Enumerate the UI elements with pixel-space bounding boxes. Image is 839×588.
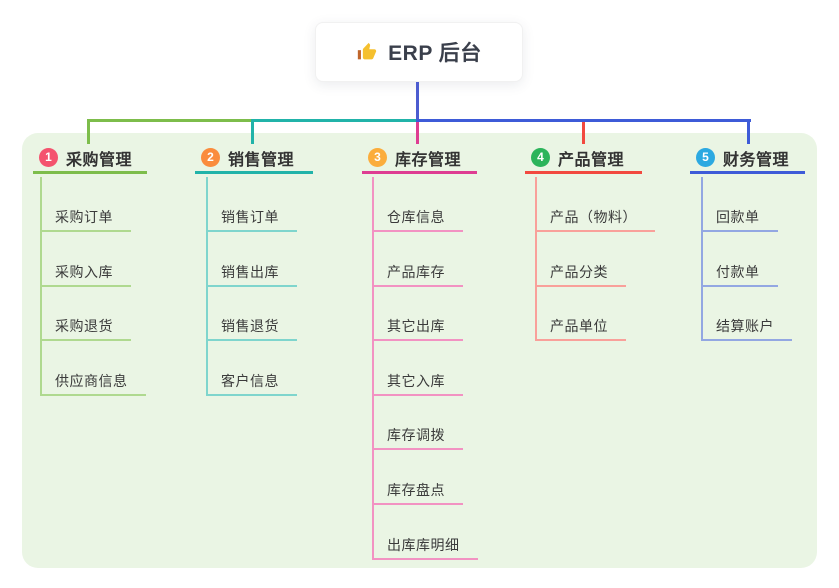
sub-node[interactable]: 采购订单 [40,204,131,232]
drop-line-inventory [416,122,419,144]
branch-vertical-line-3 [372,177,374,560]
branch-badge-3: 3 [368,148,387,167]
branches-panel [22,133,817,568]
sub-node[interactable]: 销售退货 [206,313,297,341]
sub-node[interactable]: 出库库明细 [372,532,478,560]
sub-node[interactable]: 库存调拨 [372,422,463,450]
branch-label: 采购管理 [66,151,133,169]
branch-badge-4: 4 [531,148,550,167]
sub-node[interactable]: 销售出库 [206,259,297,287]
branch-vertical-line-5 [701,177,703,341]
branch-badge-5: 5 [696,148,715,167]
branch-node-4[interactable]: 4 产品管理 [525,144,642,174]
branch-label: 产品管理 [558,151,625,169]
branch-node-2[interactable]: 2 销售管理 [195,144,313,174]
bar-segment-purchase [87,119,253,122]
sub-node[interactable]: 销售订单 [206,204,297,232]
branch-badge-1: 1 [39,148,58,167]
branch-label: 财务管理 [723,151,790,169]
sub-node[interactable]: 付款单 [701,259,778,287]
branch-node-3[interactable]: 3 库存管理 [362,144,477,174]
thumbs-up-hand [363,42,377,60]
drop-line-sales [251,119,254,144]
branch-label: 销售管理 [228,151,295,169]
root-node[interactable]: ERP 后台 [315,22,523,82]
branch-node-5[interactable]: 5 财务管理 [690,144,805,174]
bar-segment-finance [416,119,751,122]
drop-line-purchase [87,119,90,144]
sub-node[interactable]: 产品单位 [535,313,626,341]
drop-line-finance [747,119,750,144]
sub-node[interactable]: 其它入库 [372,368,463,396]
sub-node[interactable]: 供应商信息 [40,368,146,396]
branch-label: 库存管理 [395,151,462,169]
thumbs-up-cuff [358,50,362,60]
drop-line-product [582,122,585,144]
sub-node[interactable]: 其它出库 [372,313,463,341]
sub-node[interactable]: 仓库信息 [372,204,463,232]
sub-node[interactable]: 产品分类 [535,259,626,287]
branch-badge-2: 2 [201,148,220,167]
thumbs-up-icon [356,41,378,63]
branch-vertical-line-4 [535,177,537,341]
sub-node[interactable]: 产品（物料） [535,204,655,232]
root-title: ERP 后台 [388,42,482,65]
sub-node[interactable]: 回款单 [701,204,778,232]
sub-node[interactable]: 采购退货 [40,313,131,341]
sub-node[interactable]: 产品库存 [372,259,463,287]
bar-segment-sales [251,119,419,122]
branch-node-1[interactable]: 1 采购管理 [33,144,147,174]
root-stem-line [416,82,419,120]
sub-node[interactable]: 客户信息 [206,368,297,396]
sub-node[interactable]: 结算账户 [701,313,792,341]
sub-node[interactable]: 采购入库 [40,259,131,287]
sub-node[interactable]: 库存盘点 [372,477,463,505]
